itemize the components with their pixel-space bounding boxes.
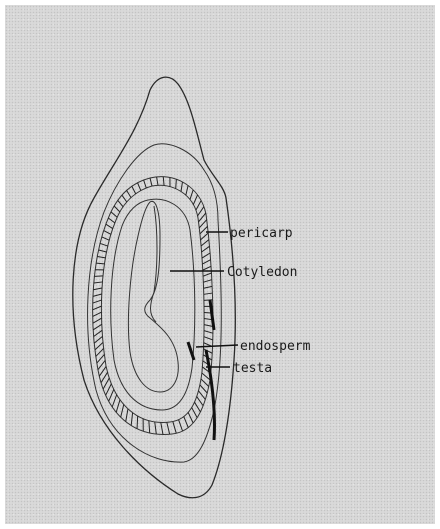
hatch-tick <box>96 348 104 356</box>
hatch-tick <box>93 294 102 296</box>
hatch-tick <box>94 336 102 343</box>
hatch-tick <box>184 417 188 428</box>
pericarp-outer-outline <box>73 77 235 498</box>
hatch-tick <box>103 378 109 389</box>
hatch-tick <box>199 213 206 222</box>
hatch-tick <box>203 280 211 283</box>
hatch-tick <box>106 224 113 228</box>
hatch-tick <box>190 190 193 200</box>
label-testa: testa <box>233 361 272 376</box>
hatch-tick <box>179 420 183 431</box>
hatch-tick <box>93 324 102 330</box>
hatch-tick <box>192 408 197 418</box>
hatch-tick <box>193 195 197 205</box>
hatch-tick <box>144 180 147 188</box>
hatch-tick <box>111 212 117 217</box>
hatch-tick <box>181 182 182 192</box>
hatch-tick <box>108 218 115 223</box>
hatch-tick <box>199 220 206 228</box>
hatch-tick <box>196 201 201 210</box>
hatch-tick <box>101 372 107 382</box>
hatch-tick <box>202 246 210 252</box>
hatch-tick <box>157 177 158 185</box>
hatch-tick <box>93 288 102 290</box>
pericarp-inner-outline <box>88 144 222 462</box>
testa-band-inner <box>101 185 204 422</box>
hatch-tick <box>149 421 150 433</box>
endosperm-leader <box>196 345 238 347</box>
hatch-tick <box>194 402 200 412</box>
hatch-tick <box>121 404 124 417</box>
hatch-tick <box>198 391 205 400</box>
hatch-tick <box>100 243 108 246</box>
hatch-tick <box>93 312 102 316</box>
hatch-tick <box>96 263 104 264</box>
hatch-tick <box>126 409 128 422</box>
hatch-tick <box>104 231 111 235</box>
cotyledon-shape <box>128 201 178 392</box>
hatch-tick <box>97 354 105 363</box>
hatch-tick <box>155 422 157 434</box>
hatch-tick <box>94 330 102 336</box>
hatch-tick <box>116 400 120 413</box>
hatch-tick <box>204 337 213 340</box>
hatch-tick <box>200 385 207 393</box>
hatch-tick <box>163 177 164 186</box>
hatch-tick <box>112 395 117 407</box>
endosperm-outline <box>111 199 195 410</box>
label-cotyledon: Cotyledon <box>227 265 297 280</box>
hatch-tick <box>137 183 140 191</box>
hatch-tick <box>198 207 204 216</box>
hatch-tick <box>131 413 132 426</box>
hatch-tick <box>173 422 176 434</box>
hatch-tick <box>114 206 120 212</box>
hatch-tick <box>197 397 203 406</box>
hatch-tick <box>137 416 138 429</box>
hatch-tick <box>99 250 107 252</box>
hatch-tick <box>109 389 114 401</box>
embryo-axis <box>151 206 158 322</box>
hatch-tick <box>204 331 213 334</box>
hatch-tick <box>201 379 209 387</box>
label-endosperm: endosperm <box>240 339 311 354</box>
hatch-tick <box>204 286 213 288</box>
hatch-tick <box>99 366 106 376</box>
hatch-tick <box>118 200 123 206</box>
hatch-tick <box>203 266 211 270</box>
hatch-tick <box>202 260 210 264</box>
hatch-tick <box>132 186 136 194</box>
hatch-tick <box>202 253 210 258</box>
hatch-tick <box>93 318 102 323</box>
hatch-tick <box>201 240 209 246</box>
hatch-tick <box>201 233 209 240</box>
hatch-tick <box>94 282 103 283</box>
hatch-tick <box>204 325 213 327</box>
hatch-tick <box>97 257 105 258</box>
hatch-tick <box>127 190 131 197</box>
hatch-tick <box>98 360 105 369</box>
hatch-tick <box>161 422 163 434</box>
hatch-tick <box>102 237 109 240</box>
hatch-tick <box>167 422 170 434</box>
hatch-tick <box>150 178 152 186</box>
label-pericarp: pericarp <box>230 226 293 241</box>
hatch-tick <box>204 293 213 294</box>
hatch-tick <box>176 179 177 188</box>
hatch-tick <box>186 186 188 196</box>
hatch-tick <box>93 300 102 303</box>
hatch-tick <box>188 412 193 423</box>
hatch-tick <box>122 195 127 202</box>
testa-thick-mark <box>206 350 215 440</box>
hatch-tick <box>95 342 103 349</box>
hatch-tick <box>106 384 112 395</box>
hatch-tick <box>203 273 211 276</box>
hatch-tick <box>93 306 102 310</box>
